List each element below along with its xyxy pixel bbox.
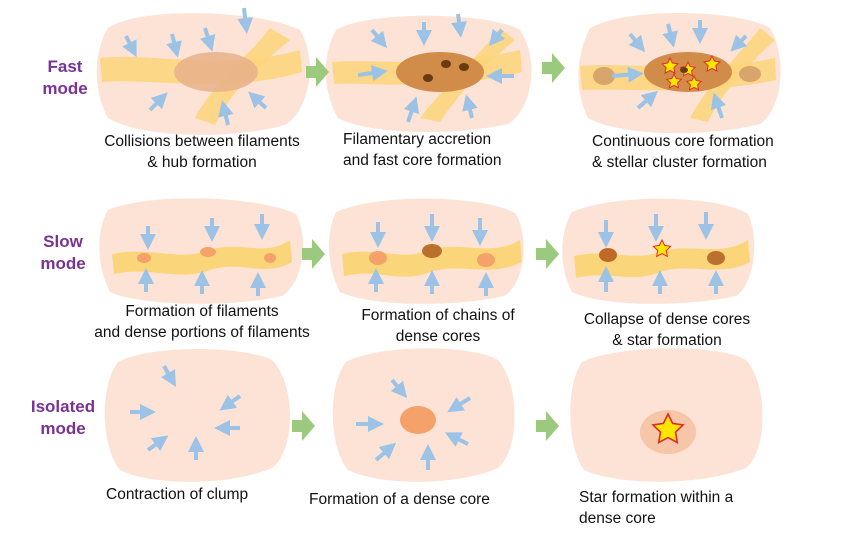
mode-isolated-line2: mode — [40, 419, 86, 438]
caption-fast-1: Collisions between filaments & hub forma… — [92, 131, 312, 173]
caption-slow-1: Formation of filaments and dense portion… — [76, 301, 328, 343]
slow-panel-3 — [562, 198, 755, 304]
caption-slow-1-line1: Formation of filaments — [125, 303, 279, 320]
caption-fast-3-line1: Continuous core formation — [592, 133, 774, 150]
caption-fast-2: Filamentary accretion and fast core form… — [343, 129, 543, 171]
caption-iso-1: Contraction of clump — [106, 484, 286, 505]
caption-slow-3: Collapse of dense cores & star formation — [572, 309, 762, 351]
iso-panel-1 — [104, 348, 290, 482]
fast-panel-2 — [325, 13, 532, 133]
caption-slow-3-line1: Collapse of dense cores — [583, 311, 751, 328]
caption-slow-2-line1: Formation of chains of — [361, 307, 515, 324]
iso-panel-3 — [570, 348, 763, 482]
mode-fast-line1: Fast — [47, 57, 83, 76]
slow-panel-2 — [328, 198, 524, 304]
mode-slow-line1: Slow — [43, 232, 83, 251]
caption-iso-3-line2: dense core — [579, 510, 656, 527]
step-arrows — [292, 53, 565, 441]
caption-slow-3-line2: & star formation — [612, 332, 722, 349]
mode-label-slow: Slow mode — [18, 231, 108, 275]
caption-fast-2-line1: Filamentary accretion — [343, 131, 492, 148]
caption-iso-3-line1: Star formation within a — [579, 489, 734, 506]
mode-slow-line2: mode — [40, 254, 86, 273]
fast-panel-3 — [578, 12, 781, 134]
slow-panel-1 — [99, 198, 304, 304]
mode-label-isolated: Isolated mode — [18, 396, 108, 440]
caption-fast-3-line2: & stellar cluster formation — [592, 154, 767, 171]
caption-fast-1-line1: Collisions between filaments — [104, 133, 300, 150]
iso-panel-2 — [332, 348, 515, 482]
caption-fast-3: Continuous core formation & stellar clus… — [592, 131, 832, 173]
caption-iso-3: Star formation within a dense core — [579, 487, 779, 529]
caption-slow-2: Formation of chains of dense cores — [340, 305, 536, 347]
mode-isolated-line1: Isolated — [30, 397, 96, 416]
fast-panel-1 — [96, 7, 310, 135]
caption-slow-2-line2: dense cores — [395, 328, 481, 345]
caption-fast-1-line2: & hub formation — [147, 154, 257, 171]
caption-iso-2-line1: Formation of a dense core — [309, 491, 490, 508]
caption-iso-1-line1: Contraction of clump — [106, 486, 249, 503]
caption-fast-2-line2: and fast core formation — [343, 152, 502, 169]
caption-iso-2: Formation of a dense core — [309, 489, 529, 510]
mode-label-fast: Fast mode — [20, 56, 110, 100]
mode-fast-line2: mode — [42, 79, 88, 98]
caption-slow-1-line2: and dense portions of filaments — [94, 324, 310, 341]
